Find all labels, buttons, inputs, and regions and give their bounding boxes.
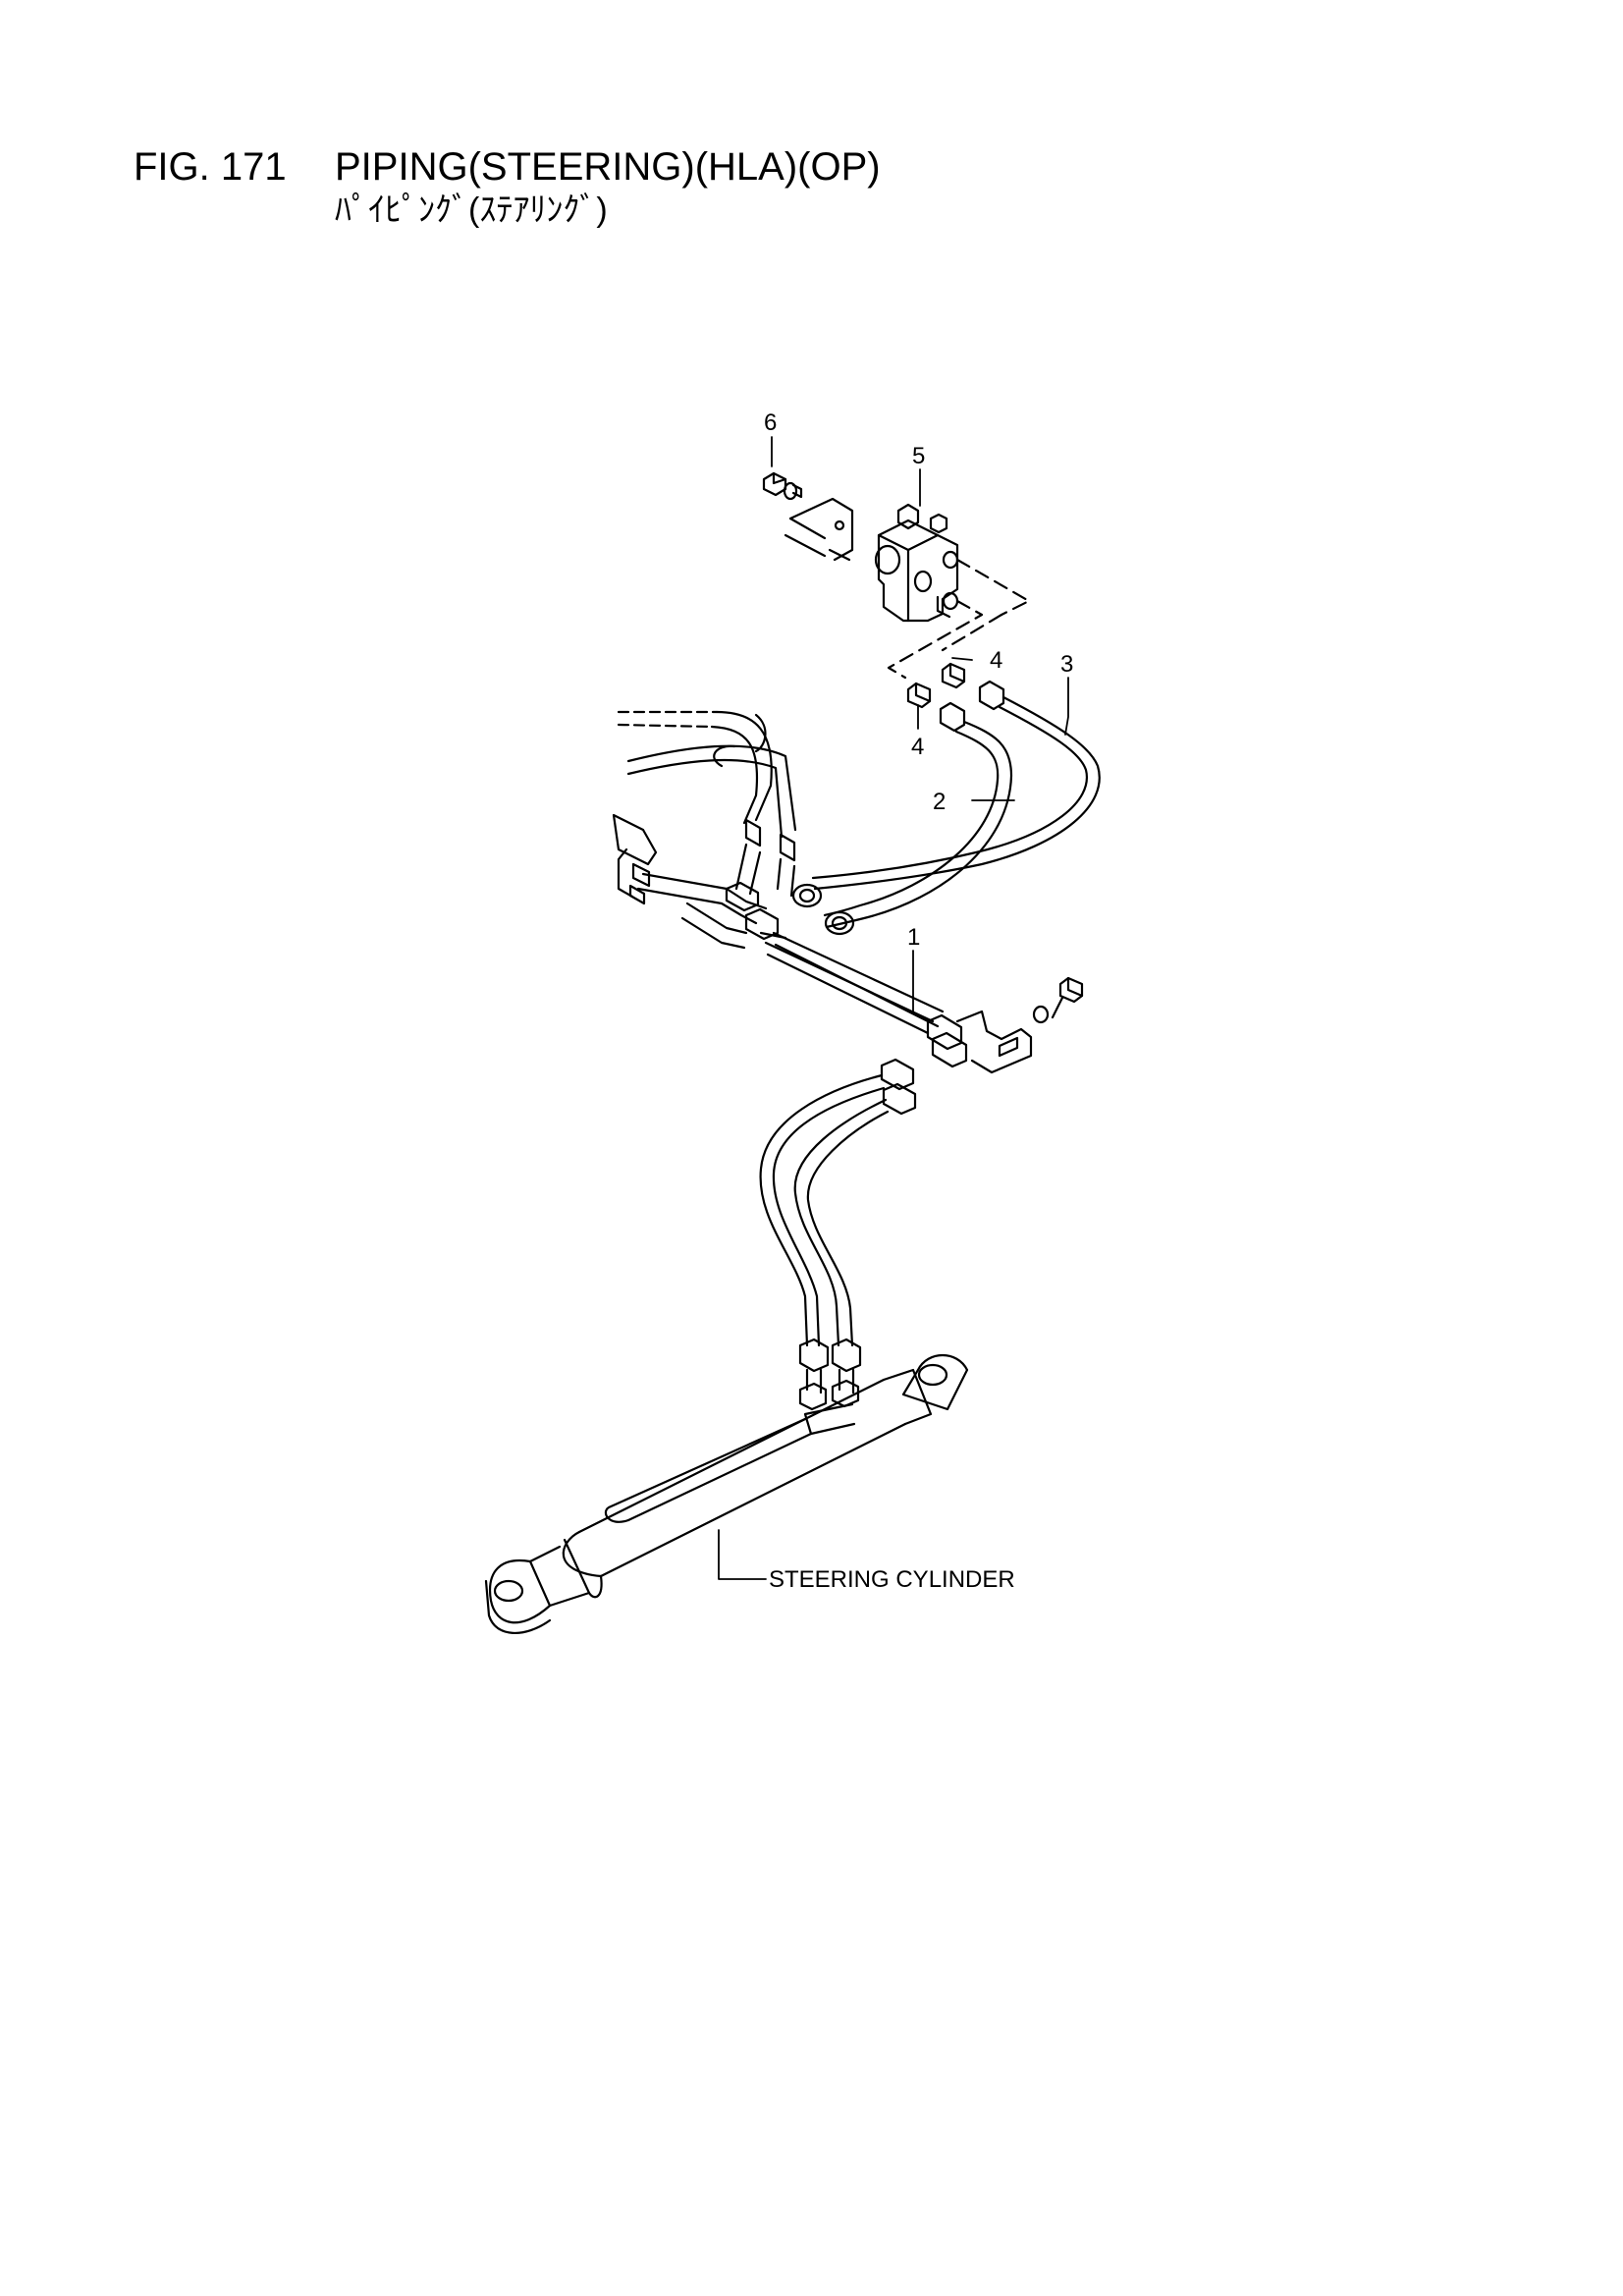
callout-4-lower: 4 bbox=[911, 734, 924, 760]
callout-1: 1 bbox=[907, 924, 920, 951]
adapter-part-4-lower bbox=[906, 682, 932, 709]
hose-part-3 bbox=[811, 680, 1101, 891]
callout-6: 6 bbox=[764, 410, 777, 436]
bolt-part-6 bbox=[762, 471, 803, 501]
hose-fittings bbox=[791, 883, 855, 936]
figure-subtitle: ﾊﾟｲﾋﾟﾝｸﾞ(ｽﾃｱﾘﾝｸﾞ) bbox=[335, 191, 608, 229]
adapter-part-4-upper bbox=[941, 662, 966, 689]
steering-cylinder-label: STEERING CYLINDER bbox=[769, 1566, 1015, 1593]
background-hoses bbox=[617, 710, 797, 898]
steering-cylinder bbox=[484, 1354, 969, 1634]
valve-connection-dashed bbox=[887, 558, 1031, 680]
hose-part-2 bbox=[823, 701, 1013, 929]
valve-block-part-5 bbox=[874, 503, 959, 623]
figure-title: PIPING(STEERING)(HLA)(OP) bbox=[335, 145, 881, 189]
callout-leaders bbox=[718, 436, 1069, 1580]
callout-3: 3 bbox=[1060, 651, 1073, 678]
mounting-plate bbox=[784, 497, 854, 562]
pipe-assembly-part-1 bbox=[636, 872, 1033, 1074]
left-bracket bbox=[612, 813, 658, 905]
callout-2: 2 bbox=[933, 789, 946, 815]
callout-4-upper: 4 bbox=[990, 647, 1002, 674]
figure-number: FIG. 171 bbox=[134, 145, 287, 189]
callout-5: 5 bbox=[912, 443, 925, 469]
right-bolt bbox=[1032, 976, 1084, 1024]
lower-hoses bbox=[759, 1058, 917, 1411]
